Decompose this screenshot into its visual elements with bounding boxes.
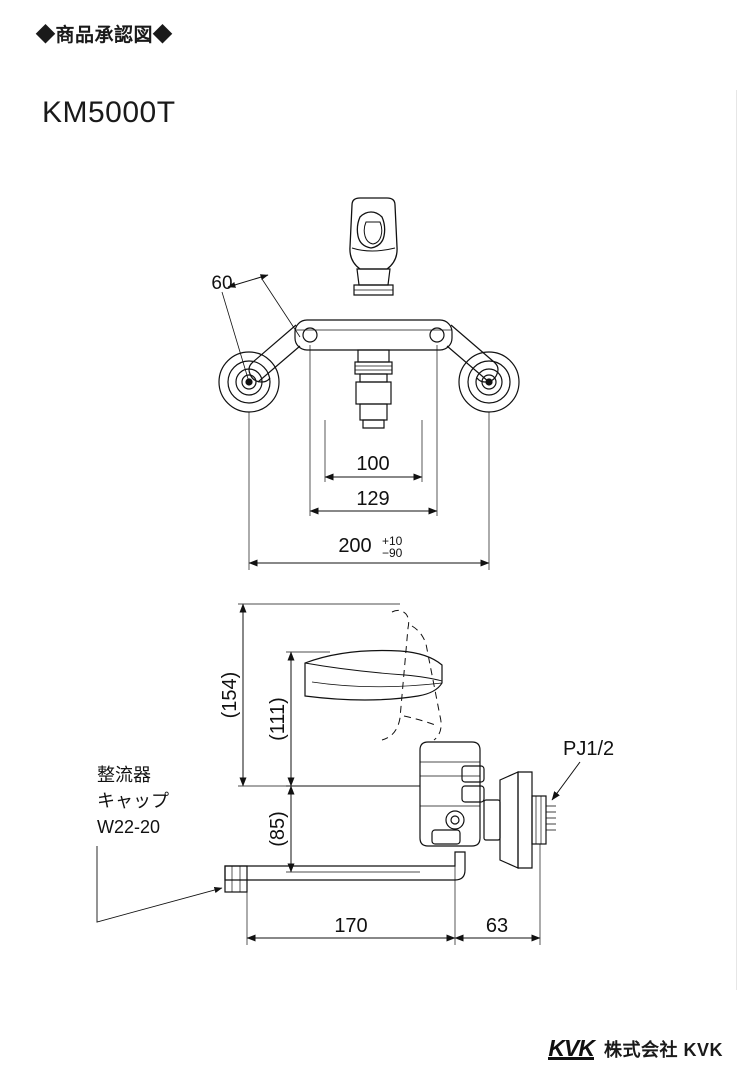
dim-100-label: 100 — [356, 453, 389, 475]
lever-handle-top — [349, 197, 398, 270]
side-lever-handle — [304, 649, 443, 701]
footer: KVK 株式会社 KVK — [548, 1035, 723, 1062]
model-number: KM5000T — [42, 96, 176, 129]
faucet-body-top — [294, 319, 453, 429]
page-edge-rule — [736, 90, 737, 990]
dim-129-label: 129 — [356, 488, 389, 510]
side-spout — [224, 851, 466, 893]
left-arm-top — [248, 324, 301, 383]
dim-200-tolerance-upper: +10 — [382, 534, 403, 548]
dim-111-label: (111) — [267, 697, 289, 741]
top-view-drawing — [218, 197, 520, 429]
page-title: ◆商品承認図◆ — [36, 25, 173, 46]
dim-200-label: 200 — [338, 535, 371, 557]
company-name: 株式会社 KVK — [603, 1039, 723, 1060]
dim-200-tolerance-lower: −90 — [382, 546, 403, 560]
pj-annotation-label: PJ1/2 — [563, 738, 614, 760]
top-view-dimensions-b — [248, 345, 490, 570]
dim-60-label: 60 — [211, 273, 232, 294]
right-flange-top — [458, 351, 520, 413]
faucet-neck-top — [353, 268, 394, 296]
right-arm-top — [446, 324, 499, 383]
side-view-dimensions — [96, 603, 581, 945]
side-faucet-body — [419, 741, 485, 847]
dim-85-label: (85) — [267, 811, 289, 847]
dim-63-label: 63 — [486, 915, 508, 937]
cap-annotation-line3: W22-20 — [97, 817, 160, 837]
cap-annotation-line1: 整流器 — [97, 765, 151, 785]
dim-154-label: (154) — [219, 672, 241, 719]
side-wall-flange — [483, 771, 556, 869]
top-view-dimensions — [221, 274, 301, 383]
kvk-logo: KVK — [548, 1035, 595, 1061]
side-lever-handle-raised — [381, 609, 442, 741]
side-view-drawing — [224, 609, 556, 893]
dim-170-label: 170 — [334, 915, 367, 937]
cap-annotation-line2: キャップ — [97, 791, 169, 811]
